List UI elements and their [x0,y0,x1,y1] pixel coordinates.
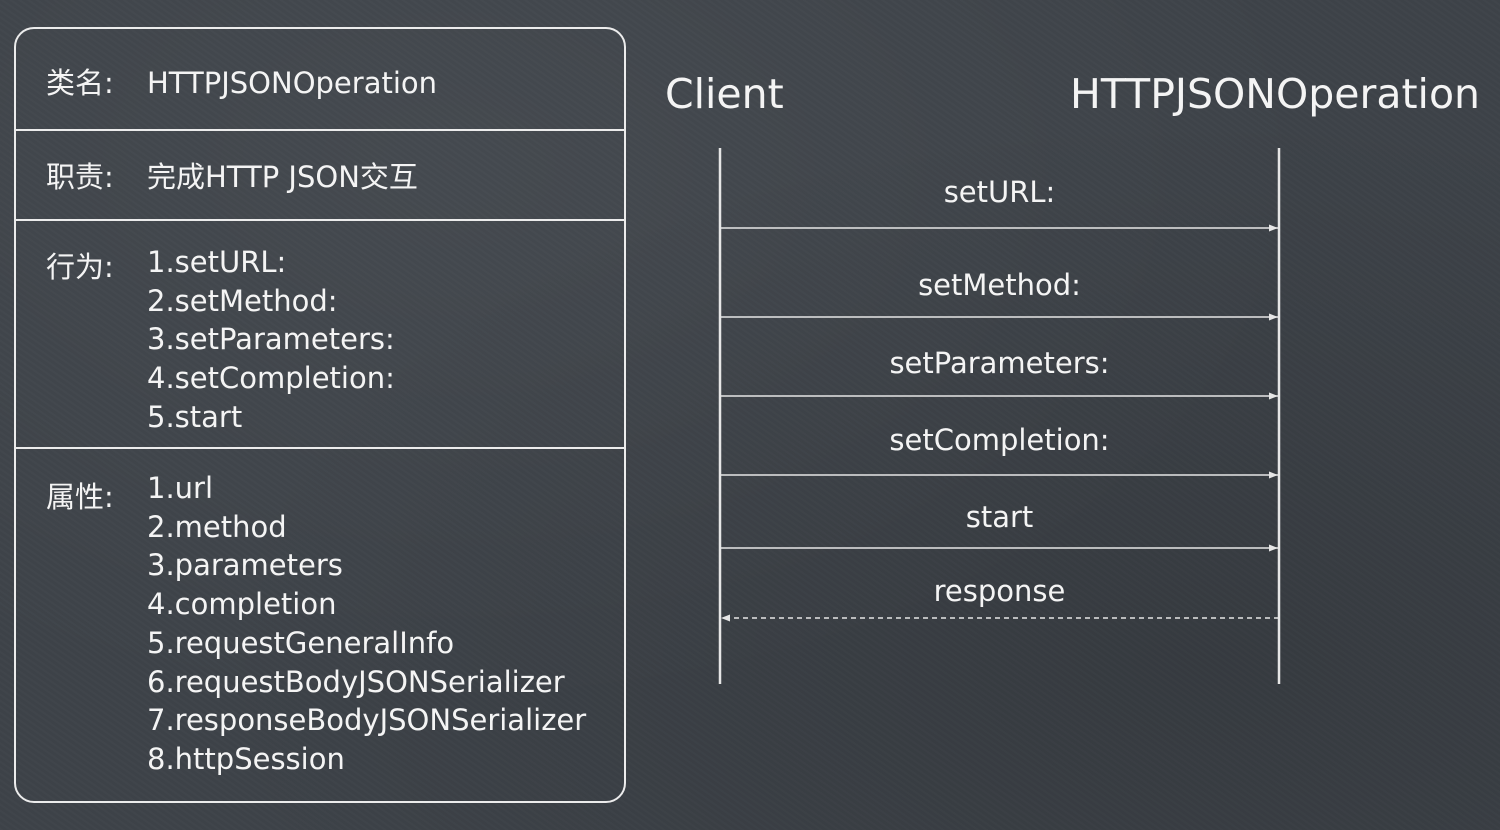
message-label: setMethod: [918,268,1081,302]
behavior-item: 4.setCompletion: [147,361,395,396]
message-label: start [965,500,1034,534]
behavior-item: 5.start [147,399,243,434]
attribute-item: 8.httpSession [147,741,345,776]
behavior-item: 2.setMethod: [147,283,338,318]
behavior-item: 1.setURL: [147,245,287,279]
message-label: response [933,574,1066,608]
attributes-list: 1.url 2.method 3.parameters 4.completion… [147,469,586,779]
participant-operation: HTTPJSONOperation [1070,70,1481,118]
class-card: 类名: HTTPJSONOperation 职责: 完成HTTP JSON交互 … [14,27,626,803]
participant-client: Client [665,70,784,118]
behaviors-label: 行为: [46,250,114,284]
attribute-item: 3.parameters [147,548,343,583]
message-label: setURL: [943,175,1056,209]
attribute-item: 6.requestBodyJSONSerializer [147,664,565,699]
class-name-value: HTTPJSONOperation [147,66,438,100]
behaviors-list: 1.setURL: 2.setMethod: 3.setParameters: … [147,243,395,437]
class-name-section: 类名: HTTPJSONOperation [16,29,624,129]
behaviors-section: 行为: 1.setURL: 2.setMethod: 3.setParamete… [16,219,624,447]
responsibility-section: 职责: 完成HTTP JSON交互 [16,129,624,219]
attributes-section: 属性: 1.url 2.method 3.parameters 4.comple… [16,447,624,801]
message-label: setCompletion: [889,423,1110,457]
attribute-item: 7.responseBodyJSONSerializer [147,703,587,738]
attributes-label: 属性: [46,480,114,514]
message-label: setParameters: [889,346,1110,380]
attribute-item: 1.url [147,471,214,505]
class-name-label: 类名: [46,66,114,100]
responsibility-label: 职责: [46,160,114,194]
attribute-item: 2.method [147,509,287,544]
responsibility-value: 完成HTTP JSON交互 [147,160,418,194]
behavior-item: 3.setParameters: [147,322,395,357]
attribute-item: 4.completion [147,587,337,622]
attribute-item: 5.requestGeneralInfo [147,625,455,660]
